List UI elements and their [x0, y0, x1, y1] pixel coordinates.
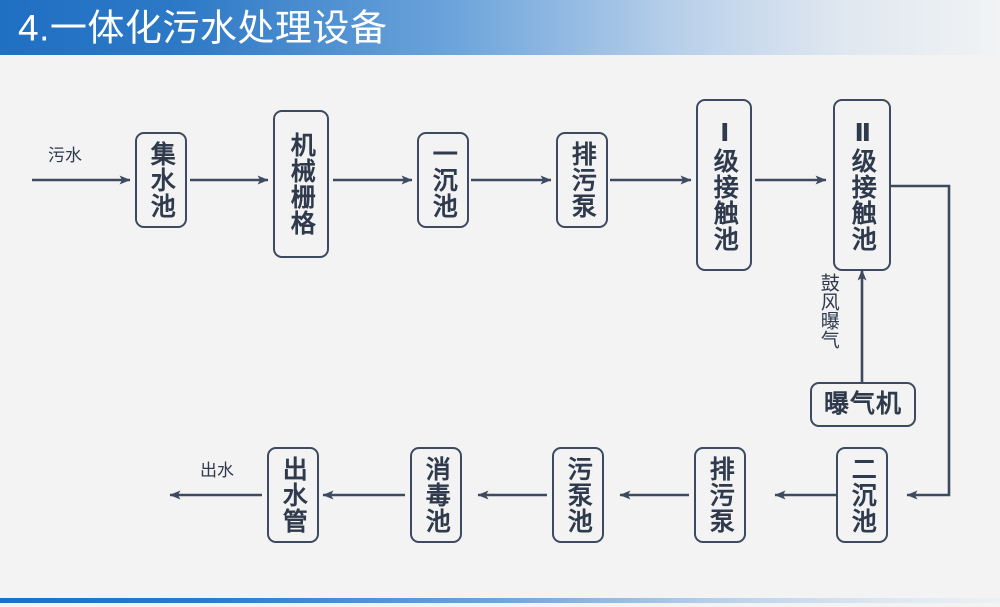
- node-sludge-pump-tank[interactable]: 污泵池: [552, 447, 604, 543]
- node-mechanical-grille[interactable]: 机械栅格: [273, 110, 329, 258]
- flowchart-canvas: 污水 出水 鼓风曝气 集水池 机械栅格 一沉池 排污泵 Ⅰ级接触池 Ⅱ级接触池 …: [0, 55, 1000, 598]
- node-label: 排污泵: [706, 456, 735, 534]
- aeration-label: 鼓风曝气: [817, 273, 839, 349]
- node-label: 曝气机: [823, 390, 902, 418]
- node-aerator[interactable]: 曝气机: [810, 382, 916, 427]
- header-bar: 4.一体化污水处理设备: [0, 0, 1000, 55]
- outlet-label: 出水: [200, 461, 234, 480]
- flow-connectors: [32, 175, 951, 500]
- node-label: 出水管: [279, 456, 308, 534]
- node-outlet-pipe[interactable]: 出水管: [267, 447, 319, 543]
- node-label: 二沉池: [848, 456, 877, 534]
- node-secondary-settling-tank[interactable]: 二沉池: [836, 447, 888, 543]
- node-label: 集水池: [147, 141, 176, 219]
- node-contact-tank-1[interactable]: Ⅰ级接触池: [696, 99, 752, 271]
- node-label: 消毒池: [422, 456, 451, 534]
- node-label: 机械栅格: [287, 132, 316, 236]
- node-label: 排污泵: [568, 141, 597, 219]
- node-label: 一沉池: [429, 141, 458, 219]
- node-sewage-pump-bottom[interactable]: 排污泵: [694, 447, 746, 543]
- inlet-label: 污水: [48, 146, 82, 165]
- node-label: Ⅰ级接触池: [710, 118, 739, 252]
- node-collection-tank[interactable]: 集水池: [135, 132, 187, 228]
- page-title: 4.一体化污水处理设备: [18, 7, 388, 48]
- node-primary-settling-tank[interactable]: 一沉池: [417, 132, 469, 228]
- node-contact-tank-2[interactable]: Ⅱ级接触池: [833, 99, 891, 271]
- node-sewage-pump-top[interactable]: 排污泵: [556, 132, 608, 228]
- node-label: Ⅱ级接触池: [848, 118, 877, 252]
- node-disinfection-tank[interactable]: 消毒池: [410, 447, 462, 543]
- connector-n6-n8-elbow: [891, 184, 951, 500]
- footer-accent-bar: [0, 598, 1000, 603]
- node-label: 污泵池: [564, 456, 593, 534]
